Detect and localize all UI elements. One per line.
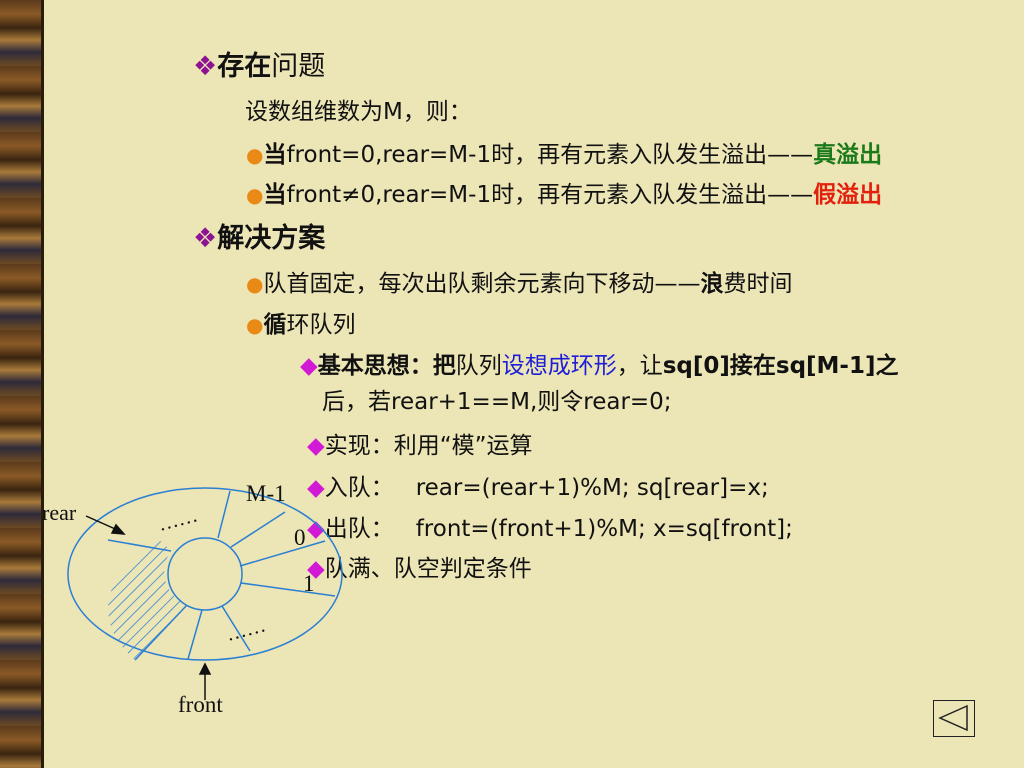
bullet-circular-queue: ●循环队列 (246, 305, 355, 339)
intro-text: 设数组维数为M，则： (245, 99, 472, 125)
heading-problem-bold: 存在 (217, 51, 272, 82)
back-triangle-icon (938, 704, 968, 732)
sub-implementation: ◆实现：利用“模”运算 (307, 426, 533, 460)
b4-b: 环队列 (286, 312, 356, 338)
sub3-b: rear=(rear+1)%M; sq[rear]=x; (415, 475, 769, 501)
b3-b: 浪 (700, 271, 724, 297)
decorative-side-strip (0, 0, 44, 768)
occupied-region (108, 541, 187, 660)
nav-back-button[interactable] (933, 700, 975, 737)
label-front: front (178, 692, 223, 717)
dot-bullet-icon: ● (246, 183, 264, 207)
sub-basic-idea-cont: 后，若rear+1==M,则令rear=0; (322, 389, 672, 415)
sub1-c: 设想成环形 (501, 353, 617, 379)
b2-b: front≠0,rear=M-1时，再有元素入队发生溢出—— (286, 182, 814, 208)
label-m-minus-1: M-1 (246, 481, 286, 506)
b4-a: 循 (263, 312, 287, 338)
sub1-e: sq[0]接在sq[M-1]之 (662, 353, 899, 379)
dot-bullet-icon: ● (246, 143, 264, 167)
label-one: 1 (303, 571, 315, 596)
heading-solution-title: 解决方案 (217, 223, 326, 254)
diamond-bullet-icon: ◆ (300, 353, 318, 379)
sub-dequeue: ◆出队： front=(front+1)%M; x=sq[front]; (307, 509, 793, 543)
inner-ring (167, 537, 243, 611)
sub-basic-idea: ◆基本思想：把队列设想成环形，让sq[0]接在sq[M-1]之 (300, 346, 899, 380)
b3-c: 费时间 (723, 271, 793, 297)
heading-problem-rest: 问题 (271, 51, 326, 82)
diamond-bullet-icon: ◆ (307, 475, 325, 501)
bullet-false-overflow: ●当front≠0,rear=M-1时，再有元素入队发生溢出——假溢出 (246, 175, 882, 209)
sub-full-empty: ◆队满、队空判定条件 (307, 549, 532, 583)
sub1-a: 基本思想：把 (317, 353, 456, 379)
sub4-b: front=(front+1)%M; x=sq[front]; (415, 516, 793, 542)
diamond-bullet-icon: ❖ (193, 223, 218, 254)
diamond-bullet-icon: ◆ (307, 516, 325, 542)
label-zero: 0 (294, 525, 306, 550)
diamond-bullet-icon: ◆ (307, 433, 325, 459)
sub3-a: 入队： (324, 475, 394, 501)
sub1-d: ，让 (616, 353, 663, 379)
b2-emph: 假溢出 (813, 182, 883, 208)
outer-ring (67, 487, 343, 661)
dot-bullet-icon: ● (246, 272, 264, 296)
b1-emph: 真溢出 (813, 142, 883, 168)
sub1-b: 队列 (455, 353, 502, 379)
b1-b: front=0,rear=M-1时，再有元素入队发生溢出—— (286, 142, 814, 168)
b2-a: 当 (263, 182, 287, 208)
diamond-bullet-icon: ◆ (307, 556, 325, 582)
sub4-a: 出队： (324, 516, 394, 542)
heading-solution: ❖解决方案 (193, 216, 325, 255)
sub5-text: 队满、队空判定条件 (324, 556, 532, 582)
b1-a: 当 (263, 142, 287, 168)
dots-top: …… (156, 504, 200, 536)
b3-a: 队首固定，每次出队剩余元素向下移动—— (263, 271, 701, 297)
dot-bullet-icon: ● (246, 313, 264, 337)
sub2-text: 实现：利用“模”运算 (324, 433, 533, 459)
label-rear: rear (42, 500, 77, 525)
bullet-fixed-head: ●队首固定，每次出队剩余元素向下移动——浪费时间 (246, 264, 792, 298)
diamond-bullet-icon: ❖ (193, 51, 218, 82)
bullet-true-overflow: ●当front=0,rear=M-1时，再有元素入队发生溢出——真溢出 (246, 135, 882, 169)
sub-enqueue: ◆入队： rear=(rear+1)%M; sq[rear]=x; (307, 468, 769, 502)
heading-problem: ❖存在问题 (193, 44, 325, 83)
